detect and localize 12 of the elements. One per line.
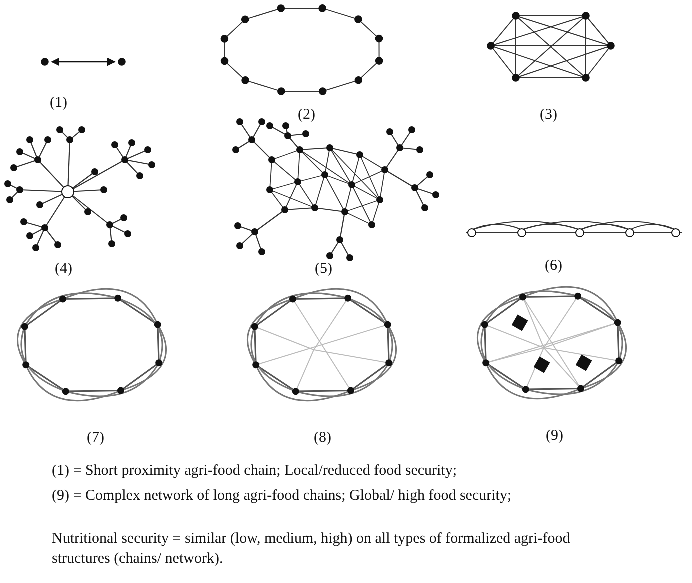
panel-number: (8)	[314, 429, 332, 448]
panel-number: (7)	[87, 429, 104, 448]
panel-number: (9)	[546, 427, 564, 446]
panel-number: (3)	[540, 106, 558, 125]
panel-number: (1)	[50, 94, 68, 113]
panel-number: (5)	[315, 260, 332, 279]
panel-number: (2)	[298, 106, 316, 125]
legend-note: (9) = Complex network of long agri-food chains; Global/ high food security;	[52, 487, 513, 506]
panel-number: (4)	[55, 260, 72, 279]
panel-number: (6)	[545, 257, 562, 276]
legend-note: Nutritional security = similar (low, medium, high) on all types of formalized agri-food structures (chains/ network).	[52, 530, 572, 568]
legend-note: (1) = Short proximity agri-food chain; Local/reduced food security;	[52, 462, 458, 481]
